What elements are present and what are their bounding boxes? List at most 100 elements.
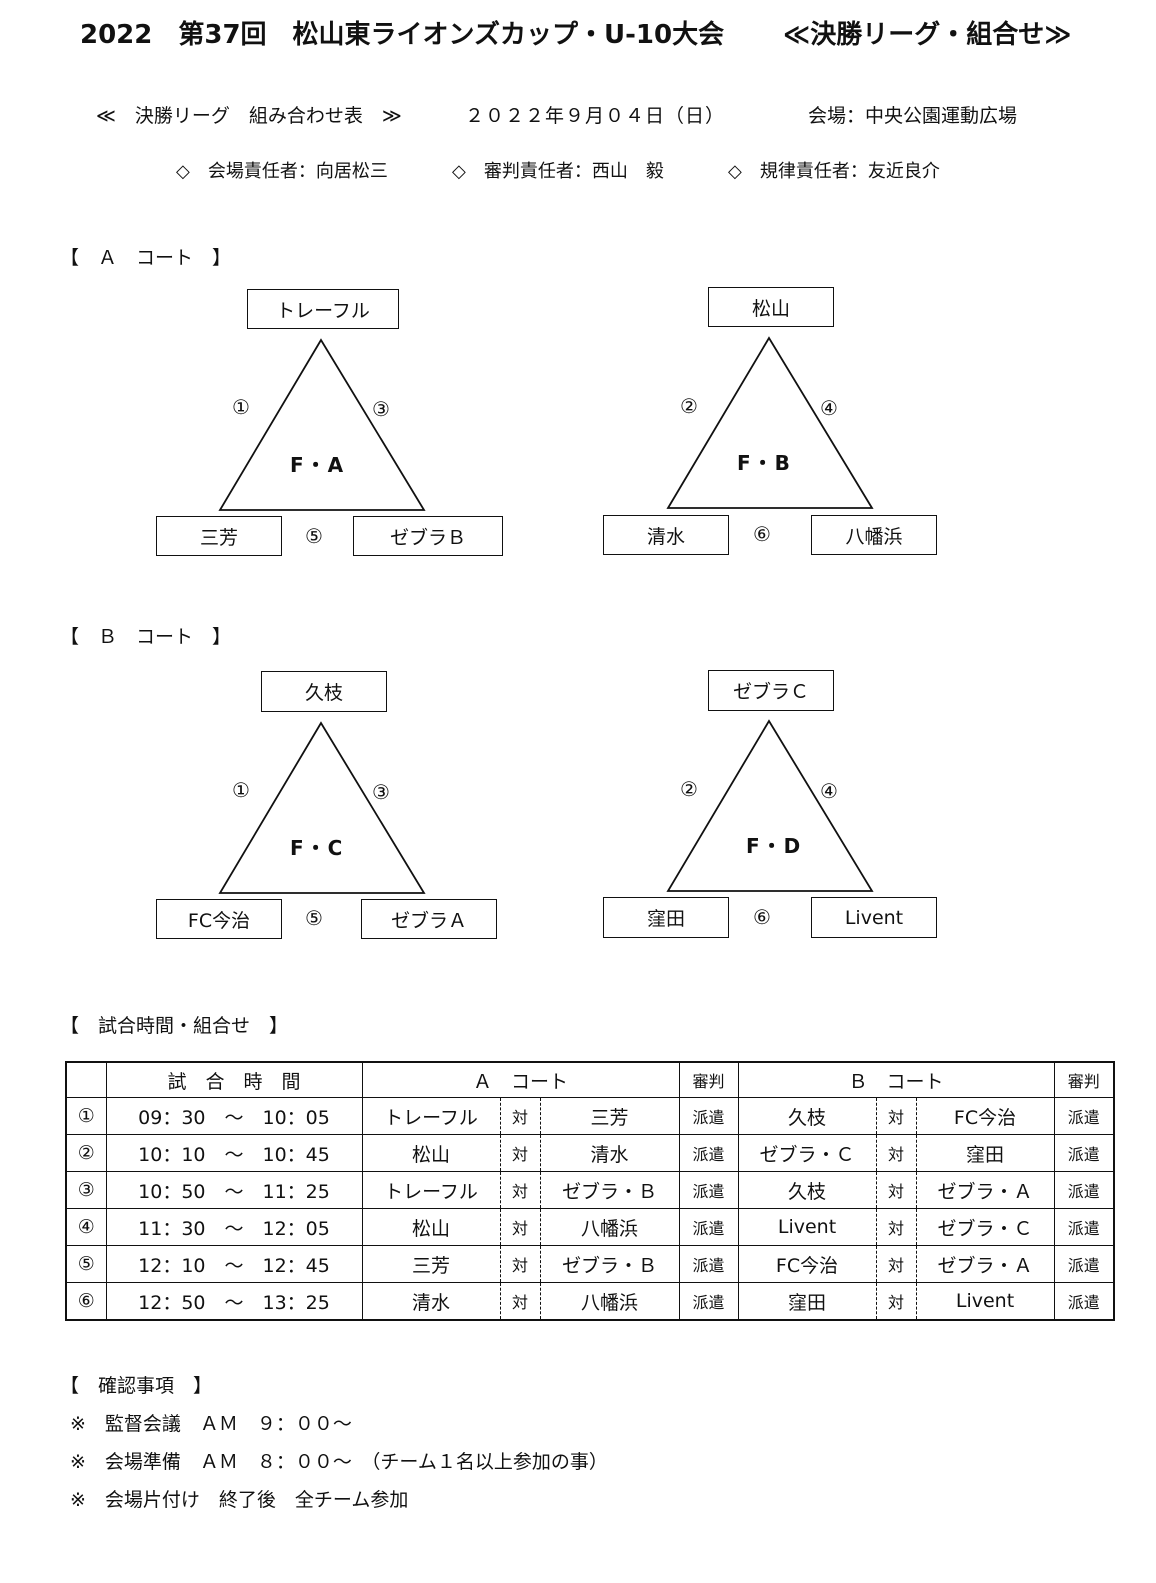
- event-date: ２０２２年９月０４日（日）: [465, 105, 726, 127]
- triangle-fb: [666, 336, 874, 509]
- header-court-b: Ｂ コート: [737, 1061, 1055, 1098]
- court-b-home: 久枝: [737, 1171, 877, 1209]
- court-a-away: 八幡浜: [539, 1208, 680, 1246]
- court-a-away: ゼブラ・Ｂ: [539, 1171, 680, 1209]
- header-blank: [65, 1061, 107, 1098]
- team-box-fb-top: 松山: [708, 287, 834, 327]
- match-no: ③: [65, 1171, 107, 1209]
- team-box-fb-left: 清水: [603, 515, 729, 555]
- court-a-vs: 対: [499, 1171, 541, 1209]
- court-a-label: 【 Ａ コート 】: [60, 247, 232, 269]
- court-b-referee: 派遣: [1053, 1245, 1115, 1283]
- court-b-home: ゼブラ・Ｃ: [737, 1134, 877, 1172]
- table-row: ① 09：30 ～ 10：05 トレーフル 対 三芳 派遣 久枝 対 FC今治 …: [65, 1097, 1115, 1135]
- court-a-referee: 派遣: [678, 1245, 739, 1283]
- header-court-a: Ａ コート: [361, 1061, 680, 1098]
- match-no: ①: [65, 1097, 107, 1135]
- court-a-home: 三芳: [361, 1245, 501, 1283]
- match-number-fb-bottom: ⑥: [753, 522, 771, 546]
- table-row: ④ 11：30 ～ 12：05 松山 対 八幡浜 派遣 Livent 対 ゼブラ…: [65, 1208, 1115, 1246]
- table-row: ⑥ 12：50 ～ 13：25 清水 対 八幡浜 派遣 窪田 対 Livent …: [65, 1282, 1115, 1321]
- team-box-fa-top: トレーフル: [247, 289, 399, 329]
- match-time: 09：30 ～ 10：05: [105, 1097, 363, 1135]
- field-label-fb: F・B: [737, 451, 792, 475]
- court-b-away: ゼブラ・Ａ: [915, 1171, 1055, 1209]
- court-b-away: 窪田: [915, 1134, 1055, 1172]
- court-a-vs: 対: [499, 1245, 541, 1283]
- court-a-referee: 派遣: [678, 1208, 739, 1246]
- match-no: ⑤: [65, 1245, 107, 1283]
- match-number-fa-bottom: ⑤: [305, 524, 323, 548]
- table-row: ⑤ 12：10 ～ 12：45 三芳 対 ゼブラ・Ｂ 派遣 FC今治 対 ゼブラ…: [65, 1245, 1115, 1283]
- match-number-fd-right: ④: [820, 779, 838, 803]
- schedule-header-row: 試 合 時 間 Ａ コート 審判 Ｂ コート 審判: [65, 1061, 1115, 1098]
- court-b-away: ゼブラ・Ｃ: [915, 1208, 1055, 1246]
- court-a-vs: 対: [499, 1097, 541, 1135]
- match-no: ④: [65, 1208, 107, 1246]
- match-time: 11：30 ～ 12：05: [105, 1208, 363, 1246]
- schedule-label: ≪ 決勝リーグ 組み合わせ表 ≫: [96, 105, 402, 127]
- match-time: 10：10 ～ 10：45: [105, 1134, 363, 1172]
- court-b-referee: 派遣: [1053, 1097, 1115, 1135]
- court-b-vs: 対: [875, 1245, 917, 1283]
- court-a-home: トレーフル: [361, 1097, 501, 1135]
- group-triangles: [218, 336, 874, 894]
- note-item: ※ 会場片付け 終了後 全チーム参加: [70, 1489, 409, 1511]
- court-b-away: Livent: [915, 1282, 1055, 1321]
- court-b-vs: 対: [875, 1097, 917, 1135]
- team-box-fa-left: 三芳: [156, 516, 282, 556]
- official-venue-manager: ◇ 会場責任者：向居松三: [176, 161, 388, 182]
- field-label-fd: F・D: [746, 834, 803, 858]
- triangle-fa: [218, 338, 426, 511]
- team-box-fc-left: FC今治: [156, 899, 282, 939]
- match-number-fc-left: ①: [232, 778, 250, 802]
- match-number-fb-right: ④: [820, 396, 838, 420]
- court-a-referee: 派遣: [678, 1171, 739, 1209]
- court-a-home: トレーフル: [361, 1171, 501, 1209]
- field-label-fc: F・C: [290, 836, 345, 860]
- court-b-referee: 派遣: [1053, 1171, 1115, 1209]
- team-box-fd-left: 窪田: [603, 897, 729, 938]
- match-time: 10：50 ～ 11：25: [105, 1171, 363, 1209]
- court-a-vs: 対: [499, 1282, 541, 1321]
- note-item: ※ 会場準備 ＡＭ ８：００～ （チーム１名以上参加の事）: [70, 1451, 608, 1473]
- team-box-fd-top: ゼブラＣ: [708, 670, 834, 711]
- notes-section-label: 【 確認事項 】: [60, 1375, 213, 1397]
- header-referee-b: 審判: [1053, 1061, 1115, 1098]
- court-b-away: FC今治: [915, 1097, 1055, 1135]
- court-a-away: 清水: [539, 1134, 680, 1172]
- match-time: 12：10 ～ 12：45: [105, 1245, 363, 1283]
- court-b-home: 窪田: [737, 1282, 877, 1321]
- team-box-fc-top: 久枝: [261, 671, 387, 712]
- note-item: ※ 監督会議 ＡＭ ９：００～: [70, 1413, 352, 1435]
- official-referee-manager: ◇ 審判責任者：西山 毅: [452, 161, 664, 182]
- court-b-home: 久枝: [737, 1097, 877, 1135]
- court-a-vs: 対: [499, 1208, 541, 1246]
- court-a-vs: 対: [499, 1134, 541, 1172]
- team-box-fb-right: 八幡浜: [811, 515, 937, 555]
- court-a-referee: 派遣: [678, 1097, 739, 1135]
- court-a-home: 清水: [361, 1282, 501, 1321]
- match-no: ②: [65, 1134, 107, 1172]
- match-number-fa-left: ①: [232, 395, 250, 419]
- schedule-section-label: 【 試合時間・組合せ 】: [60, 1015, 289, 1037]
- table-row: ② 10：10 ～ 10：45 松山 対 清水 派遣 ゼブラ・Ｃ 対 窪田 派遣: [65, 1134, 1115, 1172]
- match-number-fd-bottom: ⑥: [753, 905, 771, 929]
- title-sub: ≪決勝リーグ・組合せ≫: [783, 20, 1072, 50]
- team-box-fa-right: ゼブラＢ: [353, 516, 503, 556]
- title-main: 2022 第37回 松山東ライオンズカップ・U-10大会: [80, 20, 725, 50]
- triangle-fc: [218, 721, 426, 894]
- match-number-fc-right: ③: [372, 780, 390, 804]
- match-number-fd-left: ②: [680, 777, 698, 801]
- court-b-vs: 対: [875, 1134, 917, 1172]
- court-b-referee: 派遣: [1053, 1208, 1115, 1246]
- triangle-fd: [666, 719, 874, 892]
- match-time: 12：50 ～ 13：25: [105, 1282, 363, 1321]
- official-discipline-manager: ◇ 規律責任者：友近良介: [728, 161, 940, 182]
- header-referee-a: 審判: [678, 1061, 739, 1098]
- court-b-vs: 対: [875, 1282, 917, 1321]
- court-b-vs: 対: [875, 1171, 917, 1209]
- table-row: ③ 10：50 ～ 11：25 トレーフル 対 ゼブラ・Ｂ 派遣 久枝 対 ゼブ…: [65, 1171, 1115, 1209]
- court-a-referee: 派遣: [678, 1134, 739, 1172]
- court-b-home: FC今治: [737, 1245, 877, 1283]
